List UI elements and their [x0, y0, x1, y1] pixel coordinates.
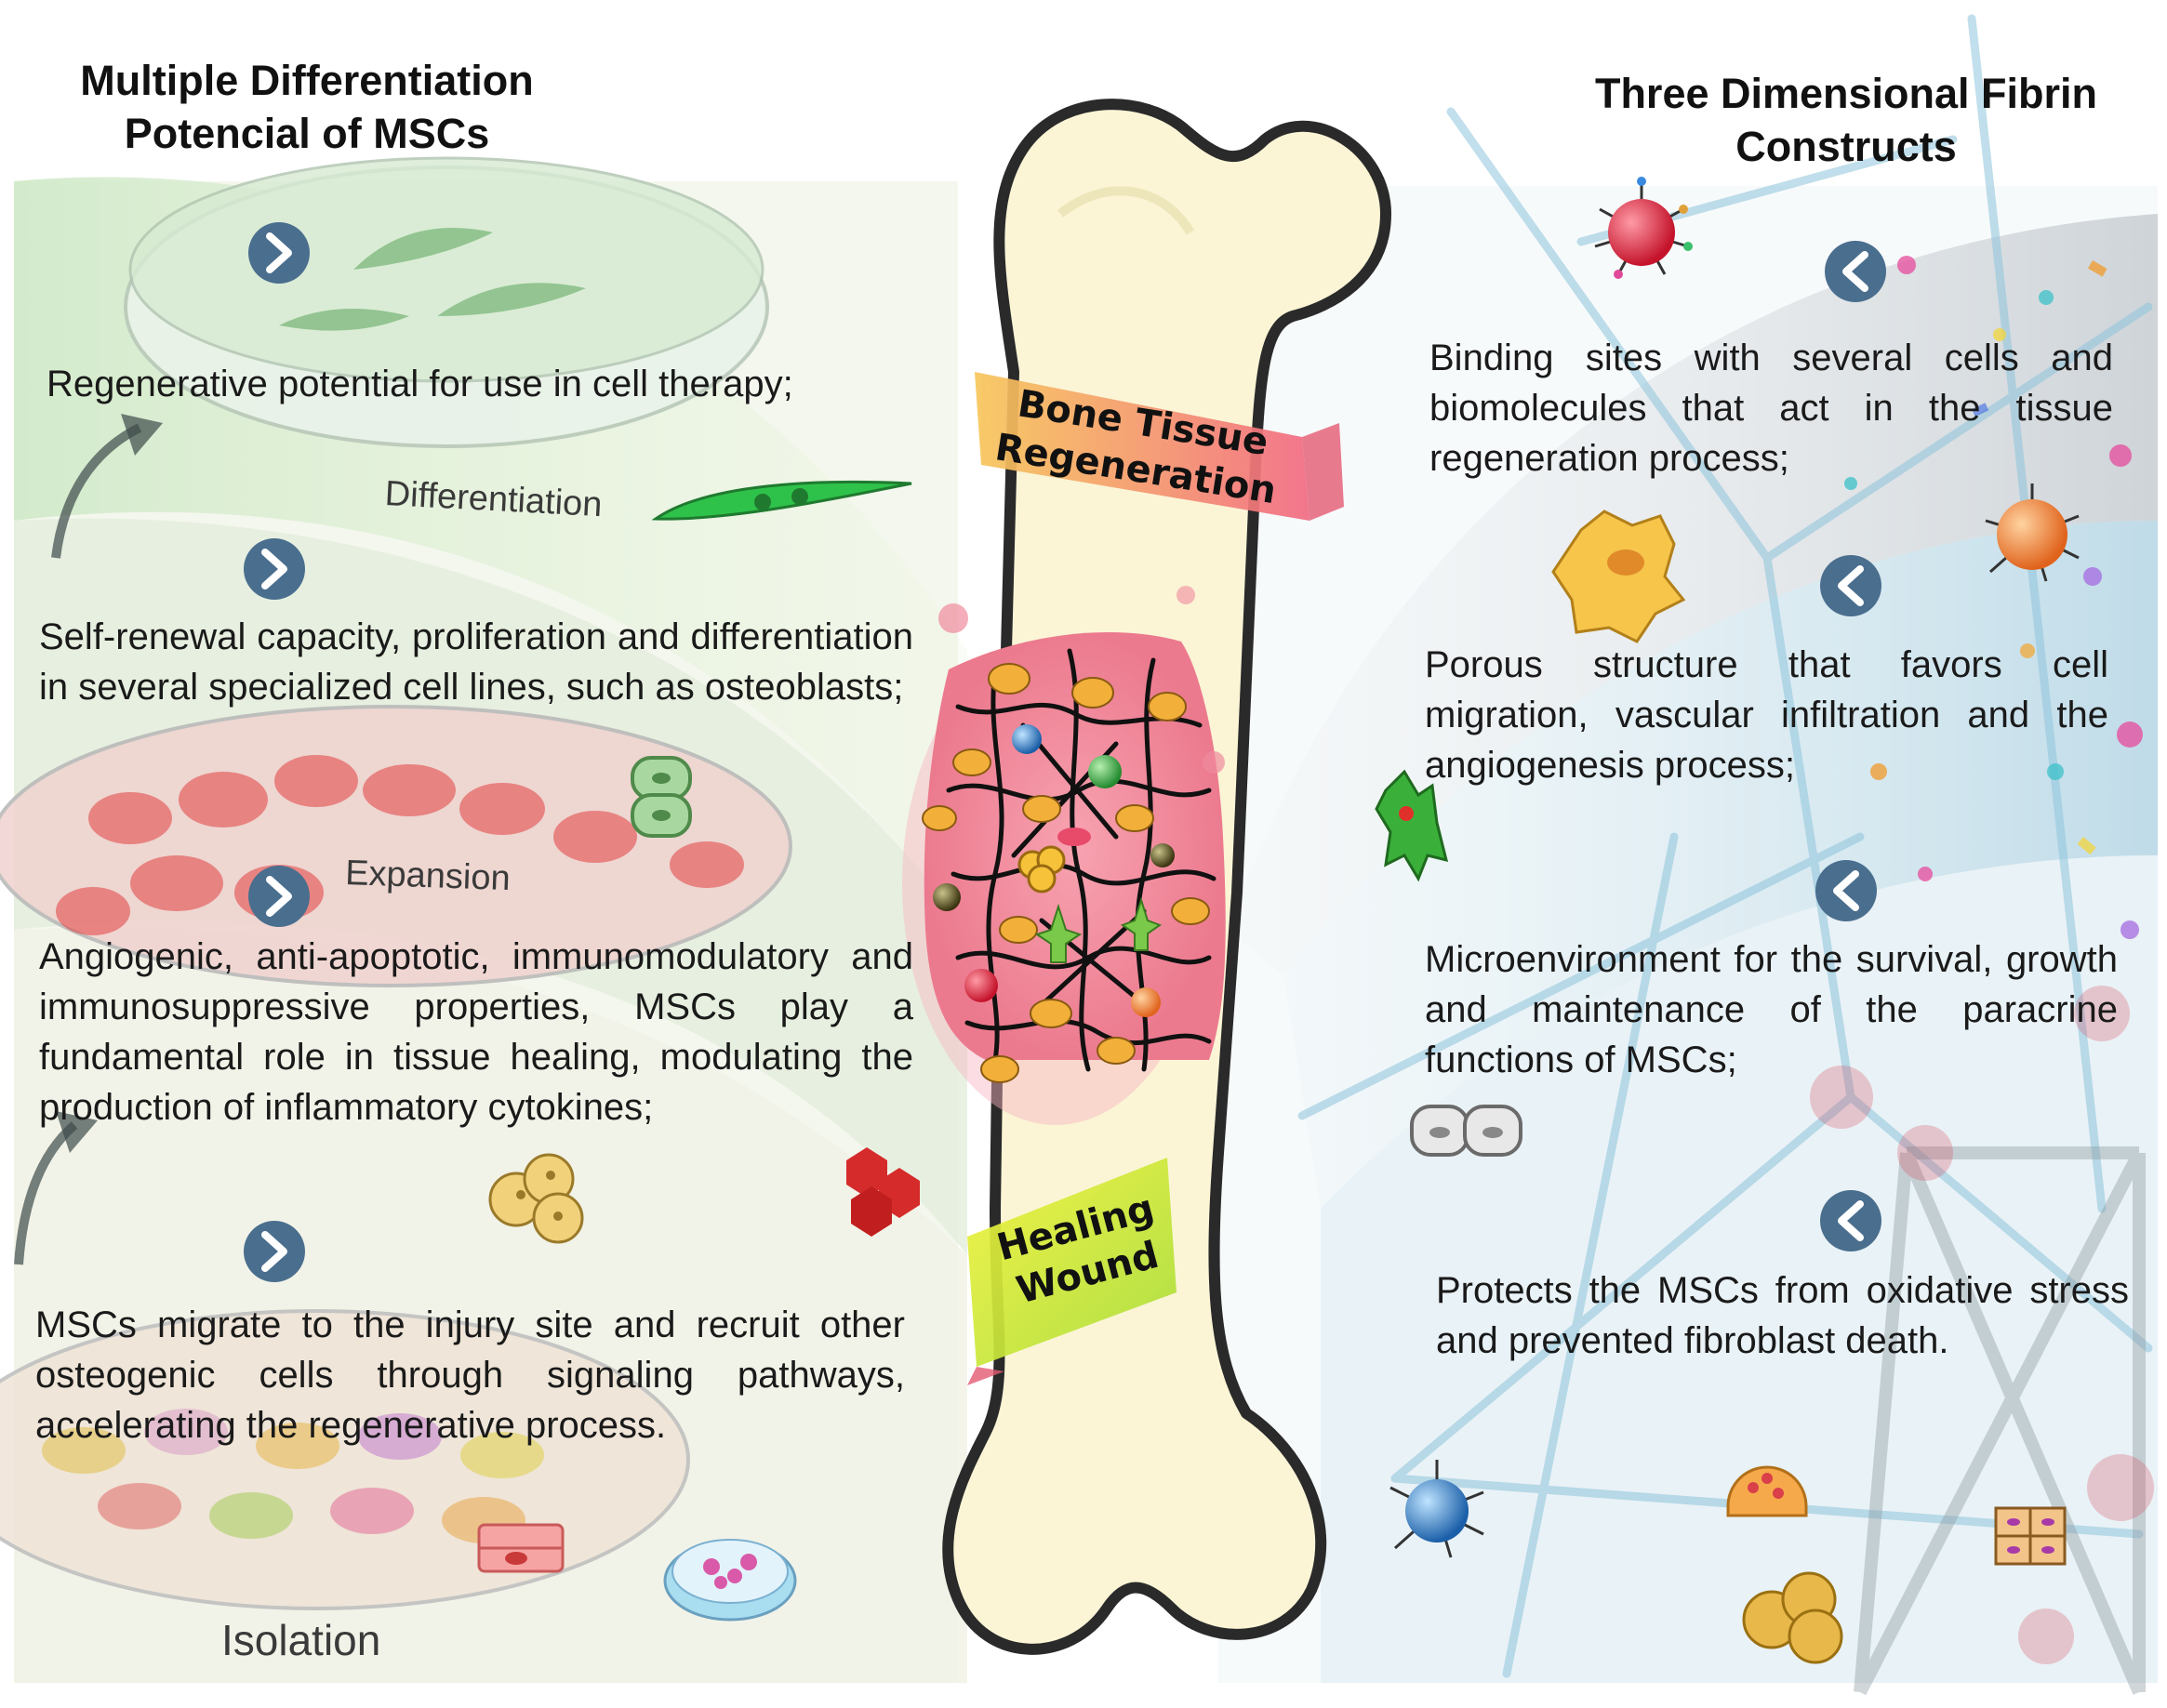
right-item-3: Microenvironment for the survival, growt…	[1425, 939, 2118, 1080]
right-item-4: Protects the MSCs from oxidative stress …	[1436, 1270, 2129, 1361]
wound-site	[902, 586, 1226, 1125]
cycle-arrow-lower	[14, 1121, 78, 1265]
right-cell-icons	[1375, 177, 2080, 1664]
green-spindle-cell-icon	[651, 480, 912, 521]
left-item-3: Angiogenic, anti-apoptotic, immunomodula…	[39, 936, 913, 1128]
left-item-2: Self-renewal capacity, proliferation and…	[39, 616, 913, 708]
yellow-cells-icon	[488, 1153, 584, 1244]
chevron-left-circle-icon	[1820, 1190, 1881, 1251]
right-background	[1218, 14, 2158, 1696]
yellow-dendritic-cell-icon	[1551, 510, 1686, 643]
left-item-1: Regenerative potential for use in cell t…	[47, 364, 793, 404]
tissue-block-icon	[1994, 1506, 2067, 1566]
stage-label-isolation: Isolation	[221, 1616, 381, 1664]
red-virus-icon	[1594, 177, 1693, 279]
blue-virus-icon	[1389, 1460, 1484, 1558]
orange-mast-cell-icon	[1726, 1465, 1808, 1517]
ribbon-healing-wound	[967, 1158, 1177, 1385]
chevron-right-circle-icon	[248, 222, 310, 284]
stacked-cells-icon	[631, 756, 692, 838]
chevron-left-circle-icon	[1815, 860, 1877, 921]
right-item-2: Porous structure that favors cell migrat…	[1425, 644, 2108, 786]
right-item-1: Binding sites with several cells and bio…	[1429, 338, 2113, 479]
chevron-left-circle-icon	[1820, 555, 1881, 616]
left-column-heading: Multiple Differentiation Potencial of MS…	[80, 57, 534, 157]
grey-cells-icon	[1410, 1105, 1522, 1157]
chevron-right-circle-icon	[244, 1221, 305, 1282]
ribbon-bone-tissue-regeneration	[975, 372, 1344, 521]
stage-label-expansion: Expansion	[344, 854, 512, 899]
left-item-4: MSCs migrate to the injury site and recr…	[35, 1304, 905, 1446]
cycle-arrow-upper	[51, 423, 142, 559]
orange-virus-icon	[1985, 483, 2080, 582]
chevron-right-circle-icon	[244, 538, 305, 600]
green-cell-icon	[1375, 769, 1449, 882]
left-background	[0, 156, 967, 1683]
petri-dish-middle	[0, 705, 792, 987]
chevron-right-circle-icon	[248, 866, 310, 927]
pink-cells-icon	[477, 1523, 565, 1573]
yellow-cells-icon-right	[1742, 1571, 1843, 1664]
right-column-heading: Three Dimensional Fibrin Constructs	[1594, 70, 2098, 170]
petri-dish-icon	[663, 1539, 797, 1622]
left-cell-icons	[477, 480, 920, 1622]
chevron-left-circle-icon	[1825, 241, 1886, 302]
red-cells-icon	[846, 1147, 920, 1237]
